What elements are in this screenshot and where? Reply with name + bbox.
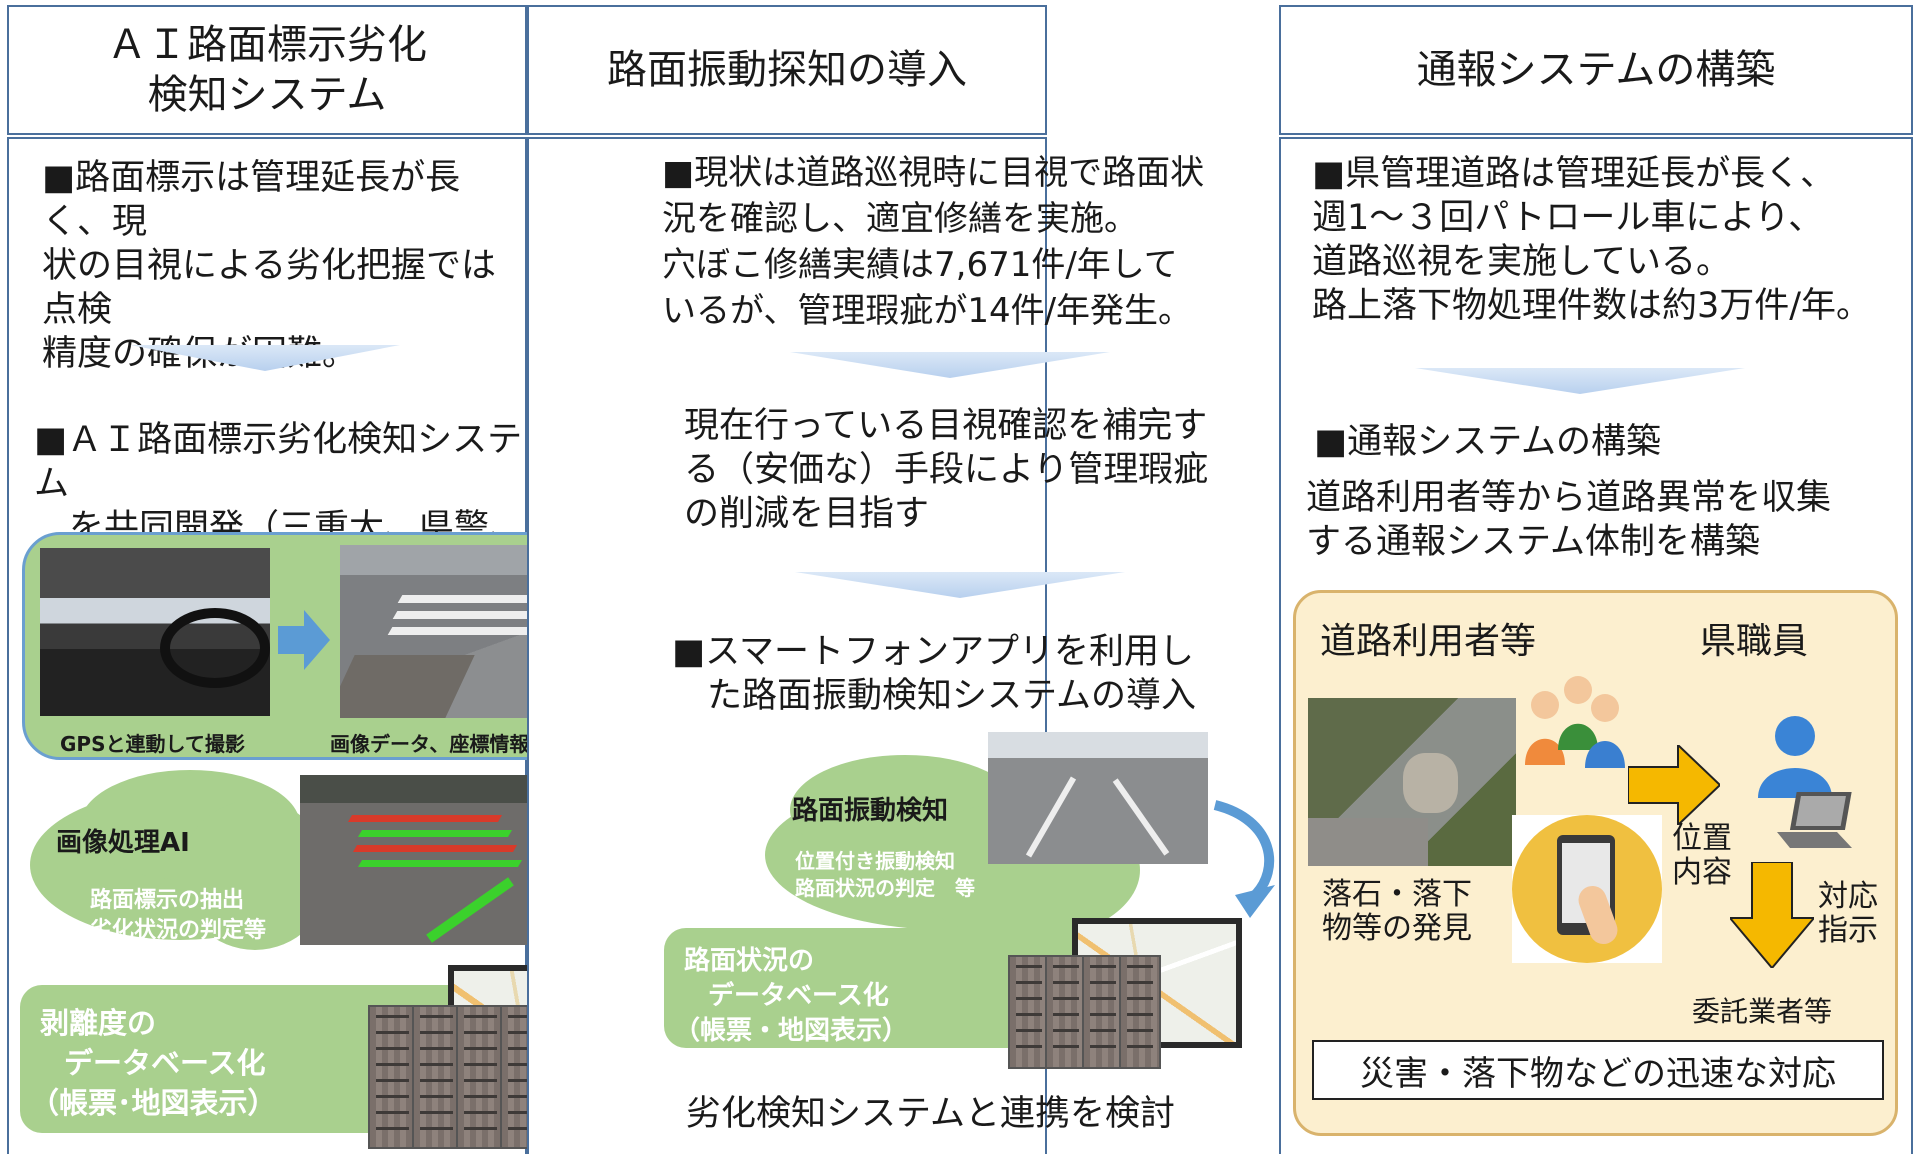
proposal-line: する通報システム体制を構築	[1306, 522, 1760, 562]
column2-intro: ■現状は道路巡視時に目視で路面状 況を確認し、適宜修繕を実施。 穴ぼこ修繕実績は…	[662, 150, 1262, 334]
intro-line: 況を確認し、適宜修繕を実施。	[662, 199, 1138, 239]
people-icon	[1525, 676, 1625, 768]
column2-header: 路面振動探知の導入	[527, 5, 1047, 135]
ai-line2: 劣化状況の判定等	[90, 918, 267, 943]
proposal-line: 道路利用者等から道路異常を収集	[1306, 478, 1832, 518]
position-line1: 位置	[1672, 821, 1732, 856]
column2-footer: 劣化検知システムと連携を検討	[686, 1094, 1175, 1134]
proposal-line: ■スマートフォンアプリを利用し	[672, 632, 1195, 672]
server-icon	[1045, 955, 1087, 1069]
server-icon	[1119, 955, 1161, 1069]
intro-line: ■路面標示は管理延長が長く、現	[42, 158, 461, 242]
arrow-right-icon	[278, 610, 330, 670]
photo1-caption: GPSと連動して撮影	[60, 732, 245, 756]
server-icon	[368, 1005, 417, 1149]
column3-header: 通報システムの構築	[1279, 5, 1913, 135]
instruct-line2: 指示	[1818, 913, 1878, 948]
column1-title-line1: ＡＩ路面標示劣化	[107, 22, 427, 68]
server-icon	[412, 1005, 461, 1149]
intro-line: 穴ぼこ修繕実績は7,671件/年して	[662, 245, 1178, 285]
discovery-line1: 落石・落下	[1322, 877, 1472, 912]
result-box: 災害・落下物などの迅速な対応	[1312, 1040, 1884, 1100]
server-icon	[1082, 955, 1124, 1069]
arrow-right-icon	[1628, 745, 1720, 825]
db-line1: 路面状況の	[684, 946, 815, 976]
server-icon	[1008, 955, 1050, 1069]
position-label: 位置 内容	[1672, 822, 1732, 890]
laptop-icon	[1777, 792, 1852, 848]
goal-line: の削減を目指す	[684, 494, 930, 534]
discovery-label: 落石・落下 物等の発見	[1322, 878, 1472, 946]
column2-proposal: ■スマートフォンアプリを利用し た路面振動検知システムの導入	[672, 630, 1272, 718]
db-line2: データベース化	[64, 1046, 266, 1080]
instruct-label: 対応 指示	[1818, 880, 1878, 948]
curved-arrow-icon	[1213, 800, 1275, 918]
road-dashcam-photo	[988, 732, 1208, 864]
db-line1: 剥離度の	[40, 1006, 157, 1040]
result-text: 災害・落下物などの迅速な対応	[1360, 1053, 1836, 1094]
ai-title: 画像処理AI	[56, 828, 190, 858]
intro-line: 週1～３回パトロール車により、	[1312, 198, 1824, 238]
intro-line: 路上落下物処理件数は約3万件/年。	[1312, 286, 1872, 326]
column3-intro: ■県管理道路は管理延長が長く、 週1～３回パトロール車により、 道路巡視を実施し…	[1312, 152, 1912, 328]
position-line2: 内容	[1672, 855, 1732, 890]
column1-proposal: ■ＡＩ路面標示劣化検知システム を共同開発（三重大、県警、県）	[34, 418, 594, 550]
smartphone-icon	[1512, 815, 1662, 963]
db-line3: （帳票・地図表示）	[674, 1016, 909, 1046]
column3-proposal-title: ■通報システムの構築	[1314, 422, 1662, 462]
vibration-title: 路面振動検知	[792, 796, 949, 826]
instruct-line1: 対応	[1818, 879, 1878, 914]
vibration-line1: 位置付き振動検知	[795, 849, 955, 873]
users-label: 道路利用者等	[1320, 621, 1537, 662]
contractor-label: 委託業者等	[1692, 995, 1833, 1028]
intro-line: いるが、管理瑕疵が14件/年発生。	[662, 291, 1193, 331]
column1-intro: ■路面標示は管理延長が長く、現 状の目視による劣化把握では点検 精度の確保が困難…	[42, 156, 522, 376]
vibration-line2: 路面状況の判定 等	[795, 876, 975, 900]
column3-title: 通報システムの構築	[1416, 47, 1776, 93]
ai-line1: 路面標示の抽出	[90, 888, 245, 913]
goal-line: る（安価な）手段により管理瑕疵	[684, 450, 1209, 490]
db-line3: （帳票･地図表示）	[30, 1086, 277, 1120]
intro-line: 道路巡視を実施している。	[1312, 242, 1731, 282]
ai-detection-photo	[300, 775, 530, 945]
proposal-line: た路面振動検知システムの導入	[672, 676, 1196, 716]
column2-goal: 現在行っている目視確認を補完す る（安価な）手段により管理瑕疵 の削減を目指す	[684, 404, 1264, 536]
column2-title: 路面振動探知の導入	[607, 47, 967, 93]
person-icon	[1758, 716, 1832, 798]
intro-line: ■現状は道路巡視時に目視で路面状	[662, 153, 1205, 193]
intro-line: 状の目視による劣化把握では点検	[42, 246, 496, 330]
arrow-down-icon	[1730, 862, 1814, 968]
rockfall-photo	[1308, 698, 1516, 866]
server-icon	[456, 1005, 505, 1149]
column1-header: ＡＩ路面標示劣化 検知システム	[7, 5, 527, 135]
column3-proposal: 道路利用者等から道路異常を収集 する通報システム体制を構築	[1306, 476, 1906, 564]
car-interior-photo	[40, 548, 270, 716]
intro-line: ■県管理道路は管理延長が長く、	[1312, 154, 1836, 194]
discovery-line2: 物等の発見	[1322, 911, 1472, 946]
db-line2: データベース化	[708, 981, 889, 1011]
column1-title-line2: 検知システム	[147, 72, 387, 118]
proposal-line: ■ＡＩ路面標示劣化検知システム	[34, 420, 523, 504]
goal-line: 現在行っている目視確認を補完す	[684, 406, 1208, 446]
staff-label: 県職員	[1700, 621, 1809, 662]
